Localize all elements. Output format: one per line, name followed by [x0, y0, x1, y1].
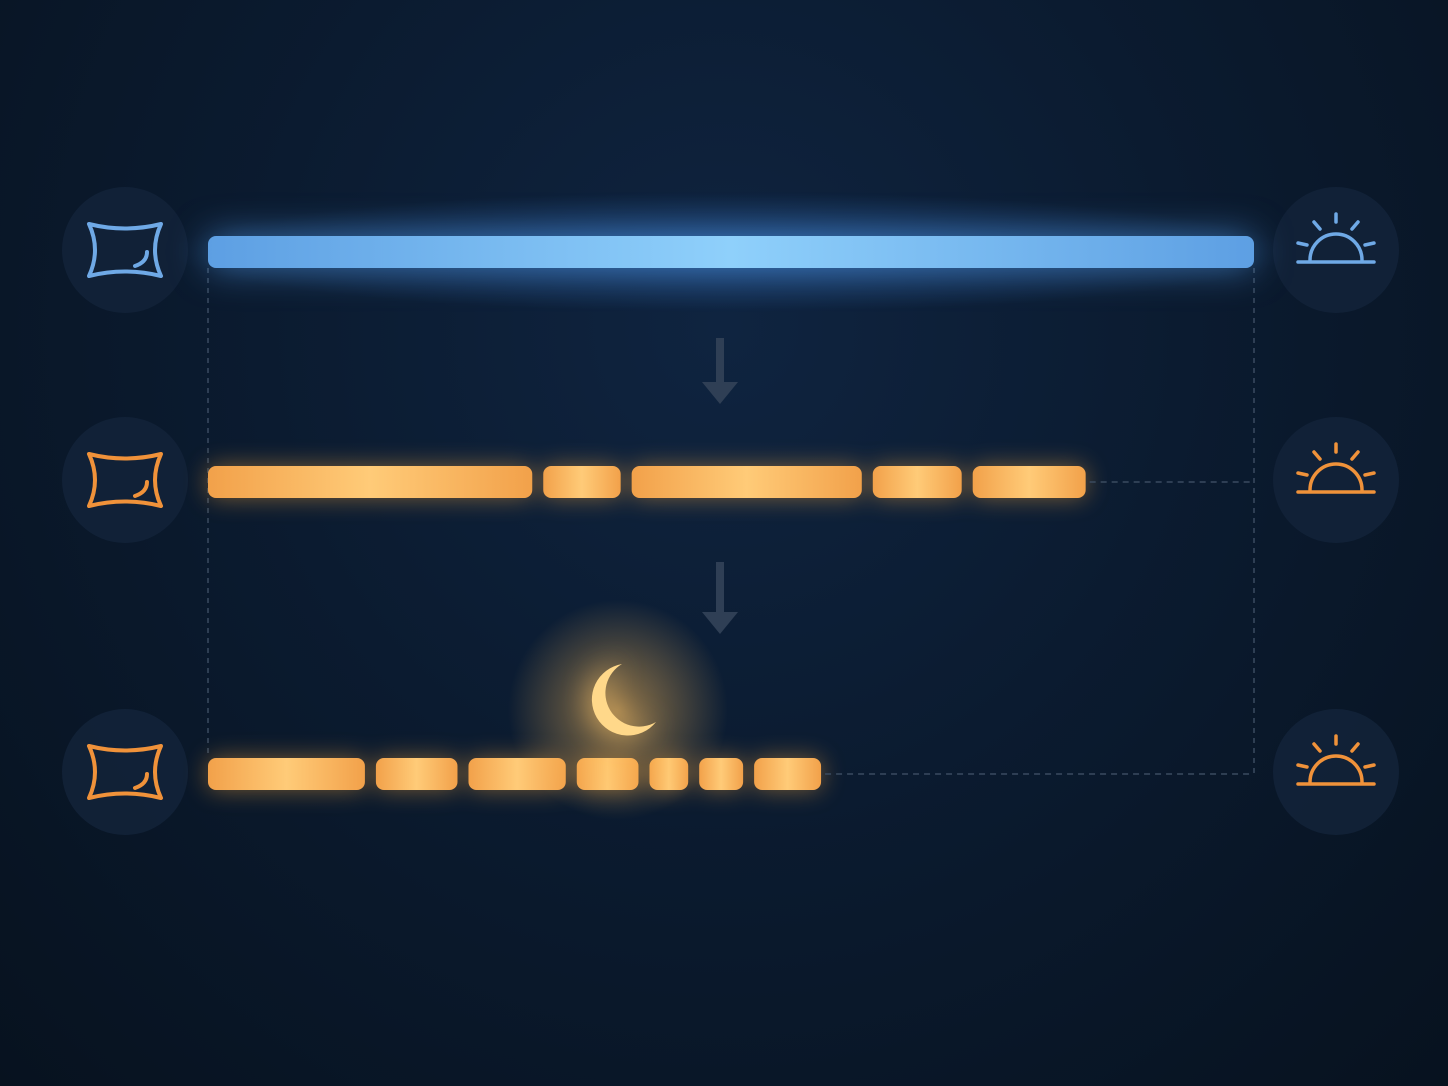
- start-icon-circle: [62, 709, 188, 835]
- sleep-segment: [754, 758, 822, 790]
- row-highly-fragmented-sleep: [62, 600, 1399, 835]
- sleep-segment: [972, 466, 1086, 498]
- sleep-segments: [208, 758, 822, 790]
- end-icon-circle: [1273, 187, 1399, 313]
- sleep-segment: [208, 466, 533, 498]
- moon-glow: [508, 600, 728, 820]
- sleep-segment: [543, 466, 621, 498]
- sunrise-icon: [1296, 212, 1376, 264]
- row-fragmented-sleep: [62, 417, 1399, 543]
- pillow-icon: [87, 744, 163, 800]
- rows-group: [62, 187, 1399, 835]
- sleep-segment: [375, 758, 458, 790]
- sleep-segment: [208, 758, 365, 790]
- crescent-moon-icon: [591, 664, 656, 736]
- start-icon-circle: [62, 187, 188, 313]
- arrow-down-icon: [702, 562, 738, 634]
- sleep-segments: [208, 236, 1254, 268]
- end-icon-circle: [1273, 417, 1399, 543]
- arrow-down-icon: [702, 338, 738, 404]
- sleep-segment: [872, 466, 962, 498]
- end-icon-circle: [1273, 709, 1399, 835]
- arrows-group: [702, 338, 738, 634]
- guide-lines: [207, 268, 1255, 774]
- sleep-segment: [208, 236, 1254, 268]
- sleep-segment: [631, 466, 862, 498]
- sleep-segments: [208, 466, 1086, 498]
- sunrise-icon: [1296, 442, 1376, 494]
- start-icon-circle: [62, 417, 188, 543]
- pillow-icon: [87, 222, 163, 278]
- pillow-icon: [87, 452, 163, 508]
- sunrise-icon: [1296, 734, 1376, 786]
- row-continuous-sleep: [62, 187, 1399, 313]
